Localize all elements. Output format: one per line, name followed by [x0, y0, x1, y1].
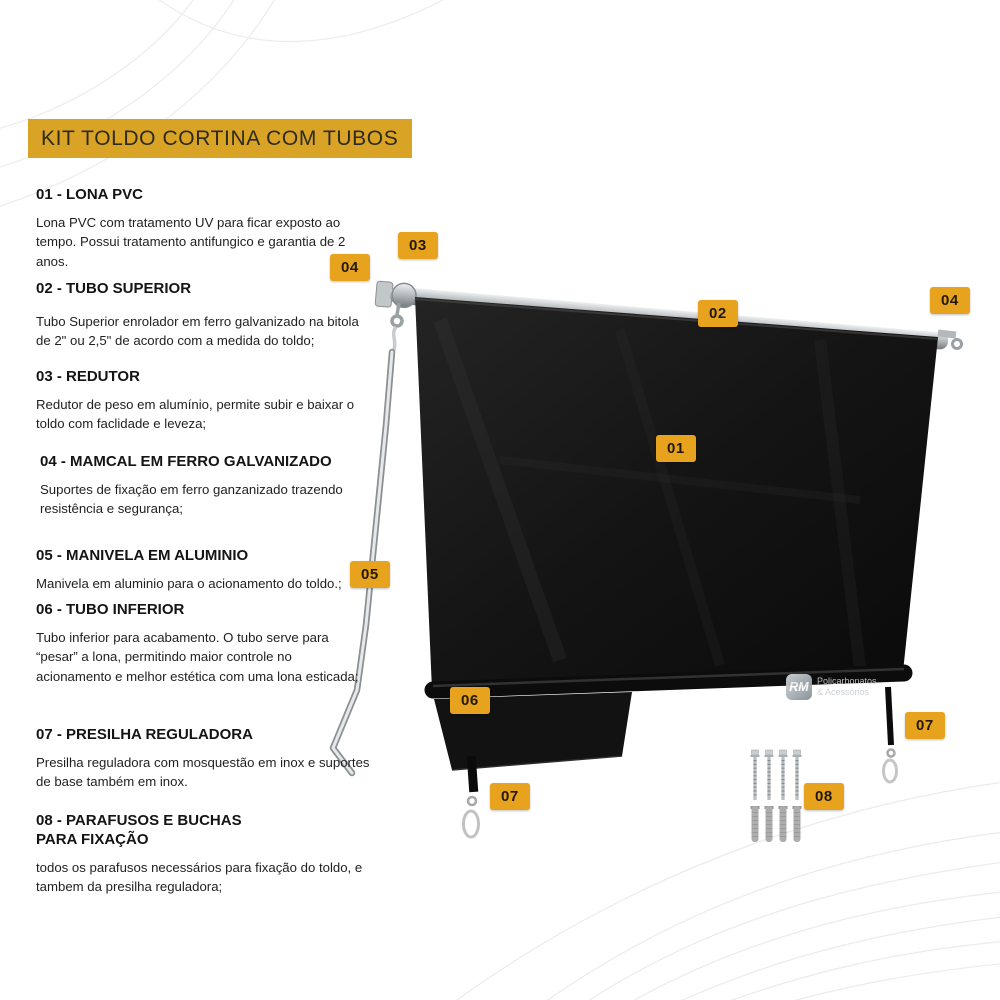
section-body: Lona PVC com tratamento UV para ficar ex… [36, 214, 346, 269]
number-badge-08: 08 [804, 783, 844, 810]
section-item-03: 03 - REDUTOR Redutor de peso em alumínio… [36, 368, 370, 434]
right-strap-hook [882, 686, 898, 784]
section-item-07: 07 - PRESILHA REGULADORA Presilha regula… [36, 726, 370, 792]
title-banner: KIT TOLDO CORTINA COM TUBOS [28, 119, 412, 158]
section-body: todos os parafusos necessários para fixa… [36, 859, 363, 895]
screws-and-plugs [750, 749, 802, 842]
number-badge-04-left: 04 [330, 254, 370, 281]
section-item-04: 04 - MAMCAL EM FERRO GALVANIZADO Suporte… [36, 453, 370, 519]
watermark: RM Policarbonatos & Acessórios [786, 674, 877, 700]
section-heading: 07 - PRESILHA REGULADORA [36, 726, 253, 743]
number-badge-06: 06 [450, 687, 490, 714]
section-body: Manivela em aluminio para o acionamento … [36, 575, 342, 591]
section-item-02: 02 - TUBO SUPERIOR Tubo Superior enrolad… [36, 280, 370, 351]
section-body: Redutor de peso em alumínio, permite sub… [36, 396, 355, 432]
pvc-canvas [414, 297, 939, 690]
number-badge-05: 05 [350, 561, 390, 588]
section-heading: 06 - TUBO INFERIOR [36, 601, 185, 618]
section-body: Presilha reguladora com mosquestão em in… [36, 754, 370, 790]
number-badge-07-right: 07 [905, 712, 945, 739]
number-badge-07-bottom: 07 [490, 783, 530, 810]
watermark-text: Policarbonatos & Acessórios [817, 676, 877, 698]
section-body: Tubo inferior para acabamento. O tubo se… [36, 629, 359, 684]
page-title: KIT TOLDO CORTINA COM TUBOS [41, 126, 399, 150]
section-heading: 05 - MANIVELA EM ALUMINIO [36, 547, 249, 564]
wall-plugs [750, 806, 802, 842]
watermark-logo: RM [786, 674, 812, 700]
section-item-08: 08 - PARAFUSOS E BUCHAS PARA FIXAÇÃO tod… [36, 812, 370, 897]
section-item-01: 01 - LONA PVC Lona PVC com tratamento UV… [36, 186, 370, 271]
section-heading: 02 - TUBO SUPERIOR [36, 280, 192, 297]
right-bracket-mancal [937, 329, 963, 350]
watermark-line2: & Acessórios [817, 687, 870, 697]
section-heading: 08 - PARAFUSOS E BUCHAS PARA FIXAÇÃO [36, 812, 242, 848]
number-badge-01: 01 [656, 435, 696, 462]
watermark-line1: Policarbonatos [817, 676, 877, 687]
section-item-06: 06 - TUBO INFERIOR Tubo inferior para ac… [36, 601, 370, 686]
number-badge-02: 02 [698, 300, 738, 327]
number-badge-04-right: 04 [930, 287, 970, 314]
number-badge-03: 03 [398, 232, 438, 259]
screws [750, 749, 802, 800]
section-heading: 03 - REDUTOR [36, 368, 140, 385]
section-heading: 01 - LONA PVC [36, 186, 143, 203]
section-body: Tubo Superior enrolador em ferro galvani… [36, 313, 359, 349]
section-heading: 04 - MAMCAL EM FERRO GALVANIZADO [40, 453, 332, 470]
section-body: Suportes de fixação em ferro ganzanizado… [40, 481, 343, 517]
crank-handle [329, 325, 398, 777]
section-item-05: 05 - MANIVELA EM ALUMINIO Manivela em al… [36, 547, 370, 593]
awning-kit-illustration [329, 280, 963, 842]
left-bracket-mancal [390, 302, 404, 328]
